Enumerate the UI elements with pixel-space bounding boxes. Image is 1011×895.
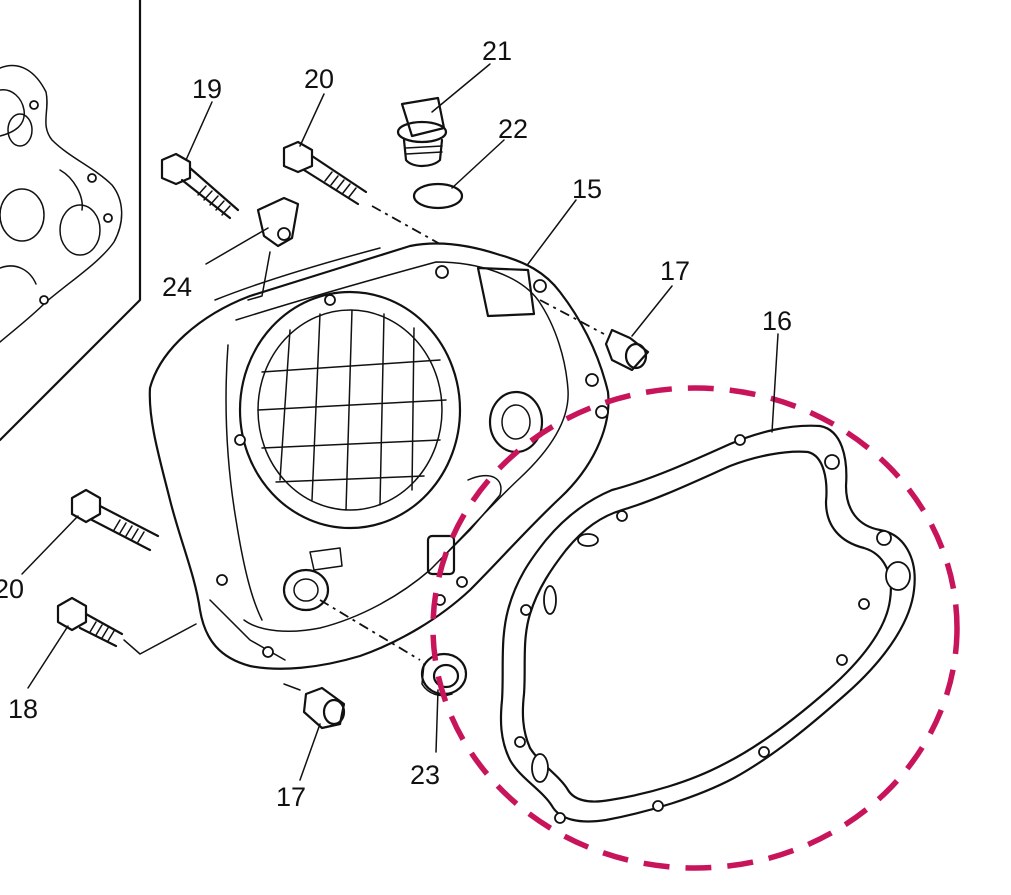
leader-lines [21, 63, 779, 781]
bolt-20-top [282, 140, 441, 245]
label-20-left: 20 [0, 574, 24, 604]
label-21: 21 [482, 36, 512, 66]
crankcase-cover [148, 242, 610, 670]
part-labels: 19 20 21 22 15 17 16 24 20 18 17 23 [0, 36, 792, 812]
label-23: 23 [410, 760, 440, 790]
dowel-17-top [539, 299, 650, 372]
label-19: 19 [192, 74, 222, 104]
cover-bolt-holes [216, 265, 609, 658]
plug-21 [396, 96, 448, 168]
bolt-19 [160, 152, 240, 220]
label-24: 24 [162, 272, 192, 302]
seal-23 [319, 599, 468, 697]
clamp-24 [247, 196, 300, 301]
highlight-circle [430, 385, 960, 871]
o-ring-22 [412, 182, 464, 210]
bolt-20-left [70, 488, 160, 552]
label-17-bottom: 17 [276, 782, 306, 812]
label-16: 16 [762, 306, 792, 336]
crankcase-partial [0, 0, 142, 442]
gasket-16 [499, 424, 916, 824]
label-22: 22 [498, 114, 528, 144]
dowel-17-bottom [283, 683, 346, 730]
label-18: 18 [8, 694, 38, 724]
label-20-top: 20 [304, 64, 334, 94]
bolt-18 [56, 596, 197, 655]
label-15: 15 [572, 174, 602, 204]
gasket-bolt-holes [514, 434, 911, 824]
label-17-top: 17 [660, 256, 690, 286]
